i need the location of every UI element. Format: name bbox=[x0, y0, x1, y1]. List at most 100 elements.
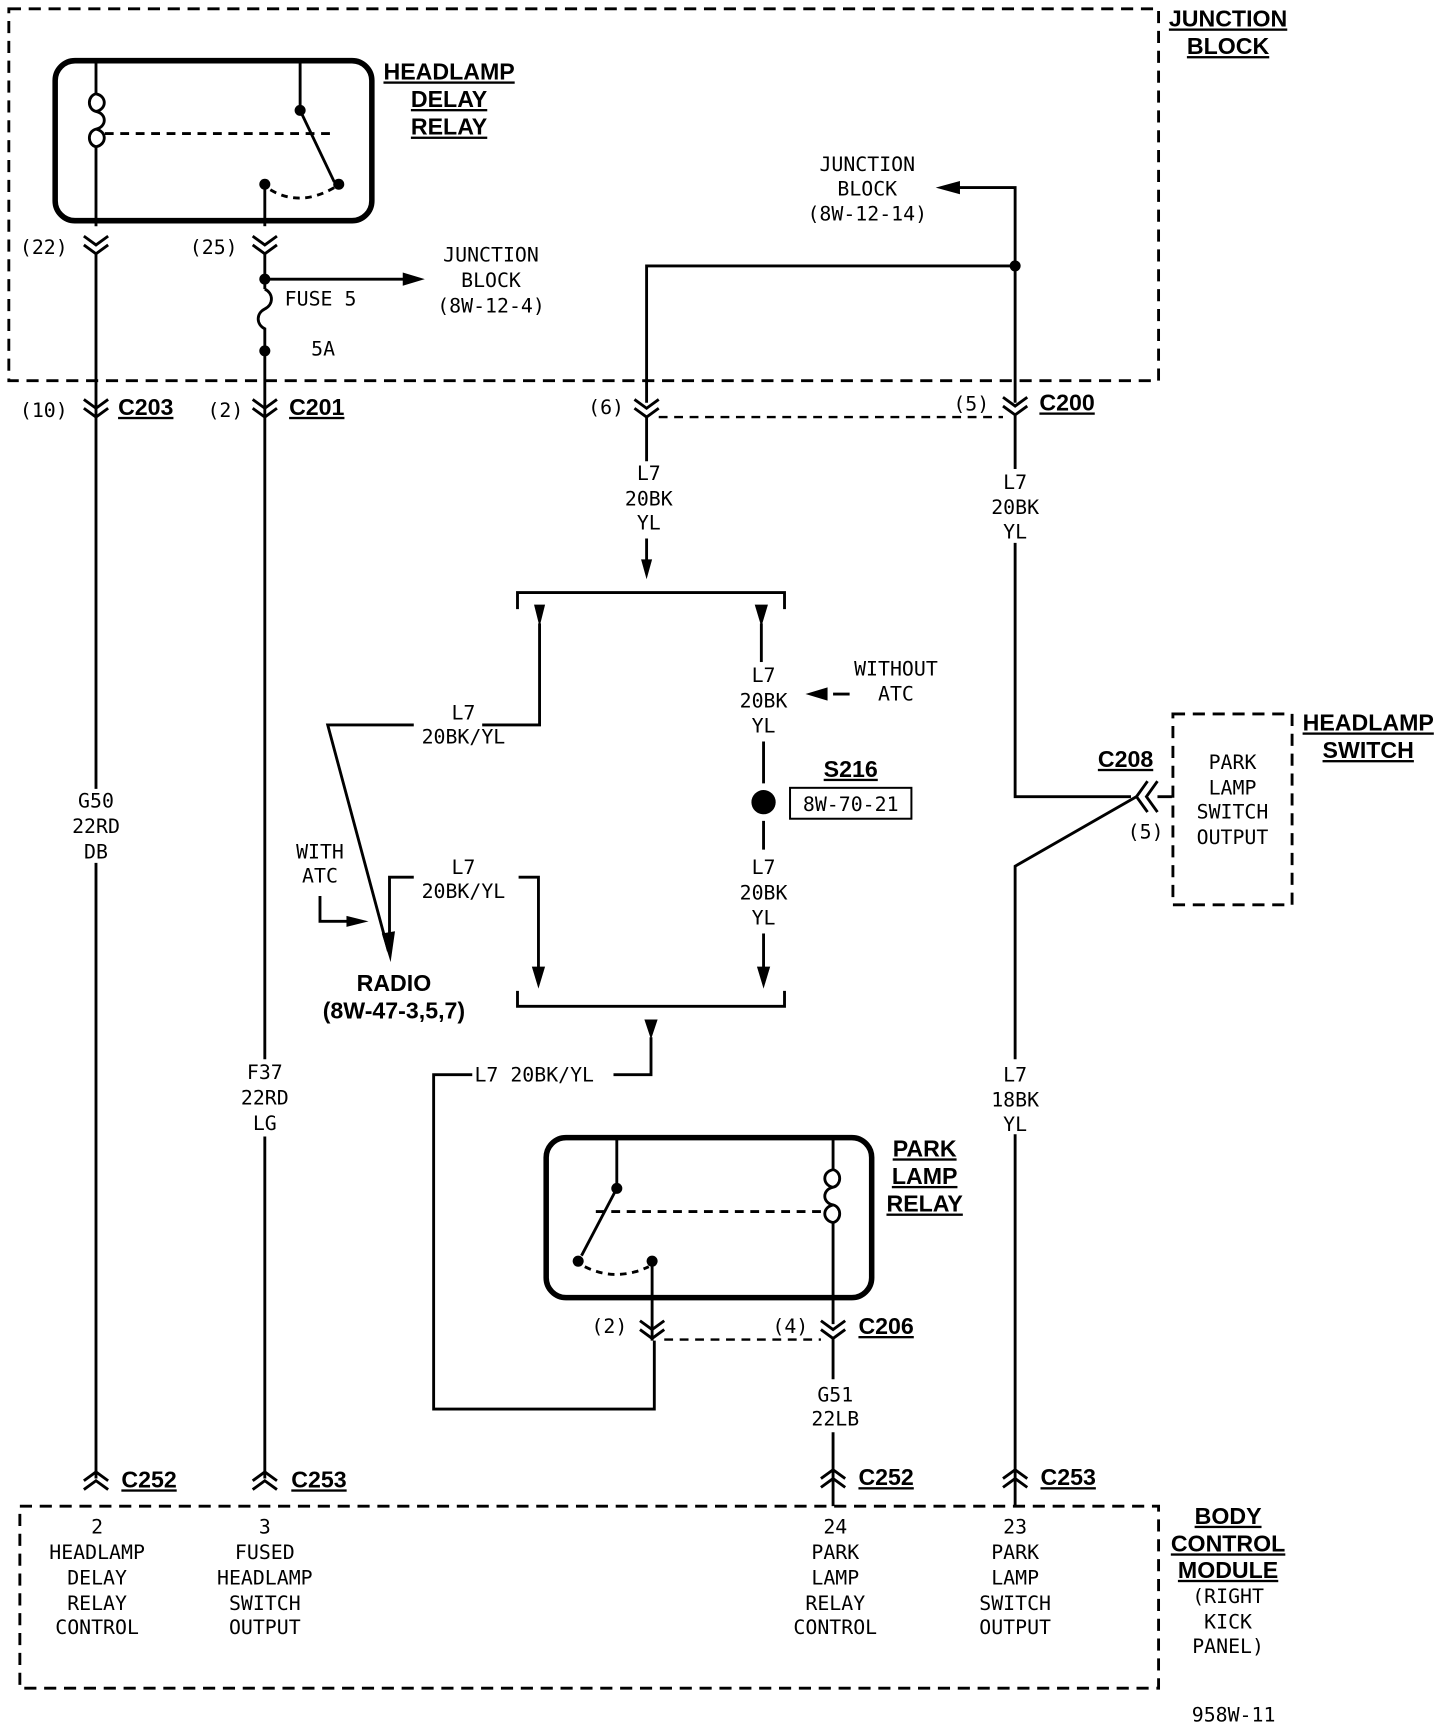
connector-icon bbox=[639, 1319, 666, 1341]
pin-2: (2) bbox=[207, 399, 243, 422]
bcm-location-3: PANEL) bbox=[1192, 1635, 1264, 1658]
wire-l7-c200-right-color: YL bbox=[1003, 520, 1027, 543]
headlamp-delay-relay-title: HEADLAMP bbox=[383, 58, 514, 84]
bcm-pin-23: 23 PARK LAMP SWITCH OUTPUT bbox=[979, 1516, 1051, 1639]
svg-text:LAMP: LAMP bbox=[991, 1566, 1039, 1589]
pin-6: (6) bbox=[588, 396, 624, 419]
connector-c201: C201 bbox=[289, 394, 344, 420]
without-atc-label: WITHOUT bbox=[854, 657, 938, 680]
svg-text:OUTPUT: OUTPUT bbox=[979, 1616, 1051, 1639]
fuse-rating: 5A bbox=[311, 337, 335, 360]
headlamp-switch-fn-3: SWITCH bbox=[1197, 801, 1269, 824]
svg-text:2: 2 bbox=[91, 1516, 103, 1539]
relay-coil-icon bbox=[87, 92, 106, 149]
junction-block-ref-fuse: JUNCTION bbox=[443, 244, 539, 267]
wire-l7-lower-right-color: YL bbox=[752, 907, 776, 930]
radio-title: RADIO bbox=[357, 970, 432, 996]
pin-10: (10) bbox=[20, 399, 68, 422]
junction-block-ref-fuse-2: BLOCK bbox=[461, 269, 521, 292]
fuse-label: FUSE 5 bbox=[285, 288, 357, 311]
splice-s216-dot bbox=[751, 790, 776, 815]
wire-l7-c200-left-color: YL bbox=[637, 512, 661, 535]
wire-g50-gauge: 22RD bbox=[72, 815, 120, 838]
wire-l7-upper-right-color: YL bbox=[752, 715, 776, 738]
wire-l7-18bk: L7 bbox=[1003, 1063, 1027, 1086]
connector-c200: C200 bbox=[1039, 389, 1094, 415]
with-atc-label: WITH bbox=[296, 840, 344, 863]
headlamp-switch-fn-2: LAMP bbox=[1209, 776, 1257, 799]
radio-ref: (8W-47-3,5,7) bbox=[323, 997, 465, 1023]
wire-l7-bottom: L7 20BK/YL bbox=[474, 1063, 594, 1086]
park-lamp-relay-title-3: RELAY bbox=[886, 1191, 963, 1217]
park-lamp-relay-title: PARK bbox=[893, 1135, 957, 1161]
svg-text:PARK: PARK bbox=[811, 1541, 859, 1564]
wire-l7-c200-left: L7 bbox=[637, 462, 661, 485]
park-lamp-relay bbox=[543, 1134, 875, 1341]
wire-f37-gauge: 22RD bbox=[241, 1087, 289, 1110]
headlamp-switch-fn-4: OUTPUT bbox=[1197, 826, 1269, 849]
connector-c252-right: C252 bbox=[858, 1464, 913, 1490]
park-lamp-relay-title-2: LAMP bbox=[892, 1163, 958, 1189]
splice-s216: S216 bbox=[824, 756, 878, 782]
wire-l7-upper-left-gauge: 20BK/YL bbox=[422, 726, 506, 749]
bcm-outline bbox=[18, 1504, 1161, 1690]
wire-g50: G50 bbox=[78, 790, 114, 813]
pin-25: (25) bbox=[190, 236, 238, 259]
connector-icon bbox=[251, 398, 278, 419]
svg-text:OUTPUT: OUTPUT bbox=[229, 1616, 301, 1639]
without-atc-label-2: ATC bbox=[878, 683, 914, 706]
junction-block-title: JUNCTION bbox=[1169, 5, 1287, 31]
svg-text:HEADLAMP: HEADLAMP bbox=[217, 1566, 313, 1589]
connector-c208: C208 bbox=[1098, 746, 1153, 772]
bcm-title-3: MODULE bbox=[1178, 1557, 1278, 1583]
junction-block-outline bbox=[7, 7, 1161, 383]
wire-l7-lower-right: L7 bbox=[752, 856, 776, 879]
with-atc-label-2: ATC bbox=[302, 865, 338, 888]
svg-text:23: 23 bbox=[1003, 1516, 1027, 1539]
connector-c253-right: C253 bbox=[1041, 1464, 1096, 1490]
connector-icon bbox=[820, 1467, 847, 1489]
headlamp-switch-fn: PARK bbox=[1209, 751, 1257, 774]
bcm-location: (RIGHT bbox=[1192, 1585, 1264, 1608]
junction-block-ref-top-2: BLOCK bbox=[837, 177, 897, 200]
svg-text:LAMP: LAMP bbox=[811, 1566, 859, 1589]
wire-l7-lower-right-gauge: 20BK bbox=[740, 881, 788, 904]
svg-text:RELAY: RELAY bbox=[805, 1592, 865, 1615]
bcm-title: BODY bbox=[1195, 1503, 1262, 1529]
splice-ref: 8W-70-21 bbox=[803, 793, 899, 816]
wire-l7-upper-left: L7 bbox=[451, 701, 475, 724]
splice-ref-box bbox=[789, 786, 913, 820]
wire-g50-color: DB bbox=[84, 840, 108, 863]
pin-22: (22) bbox=[20, 236, 68, 259]
wire-l7-upper-right-gauge: 20BK bbox=[740, 689, 788, 712]
wire-l7-lower-left: L7 bbox=[451, 856, 475, 879]
bcm-pin-2: 2 HEADLAMP DELAY RELAY CONTROL bbox=[49, 1516, 145, 1639]
wire-l7-upper-right: L7 bbox=[752, 664, 776, 687]
connector-icon bbox=[251, 234, 278, 256]
fuse-icon bbox=[256, 287, 273, 351]
bcm-title-2: CONTROL bbox=[1171, 1530, 1285, 1556]
diagram-id: 958W-11 bbox=[1192, 1703, 1276, 1726]
wire-g51: G51 bbox=[817, 1383, 853, 1406]
svg-text:HEADLAMP: HEADLAMP bbox=[49, 1541, 145, 1564]
junction-block-ref-fuse-3: (8W-12-4) bbox=[437, 294, 545, 317]
bcm-pin-3: 3 FUSED HEADLAMP SWITCH OUTPUT bbox=[217, 1516, 313, 1639]
headlamp-delay-relay-title-3: RELAY bbox=[411, 114, 488, 140]
junction-block-ref-top: JUNCTION bbox=[819, 153, 915, 176]
headlamp-switch-outline bbox=[1171, 712, 1294, 907]
junction-block-ref-top-3: (8W-12-14) bbox=[807, 203, 927, 226]
connector-icon bbox=[1002, 1467, 1029, 1489]
headlamp-delay-relay bbox=[52, 57, 375, 227]
wire-g51-gauge: 22LB bbox=[811, 1408, 859, 1431]
wire-l7-c200-right: L7 bbox=[1003, 471, 1027, 494]
junction-block-title-2: BLOCK bbox=[1187, 33, 1270, 59]
svg-text:SWITCH: SWITCH bbox=[979, 1592, 1051, 1615]
svg-text:SWITCH: SWITCH bbox=[229, 1592, 301, 1615]
svg-text:FUSED: FUSED bbox=[235, 1541, 295, 1564]
relay-coil-icon bbox=[823, 1168, 842, 1225]
wire-l7-c200-left-gauge: 20BK bbox=[625, 487, 673, 510]
connector-c252-left: C252 bbox=[121, 1466, 176, 1492]
svg-text:RELAY: RELAY bbox=[67, 1592, 127, 1615]
wire-f37: F37 bbox=[247, 1061, 283, 1084]
